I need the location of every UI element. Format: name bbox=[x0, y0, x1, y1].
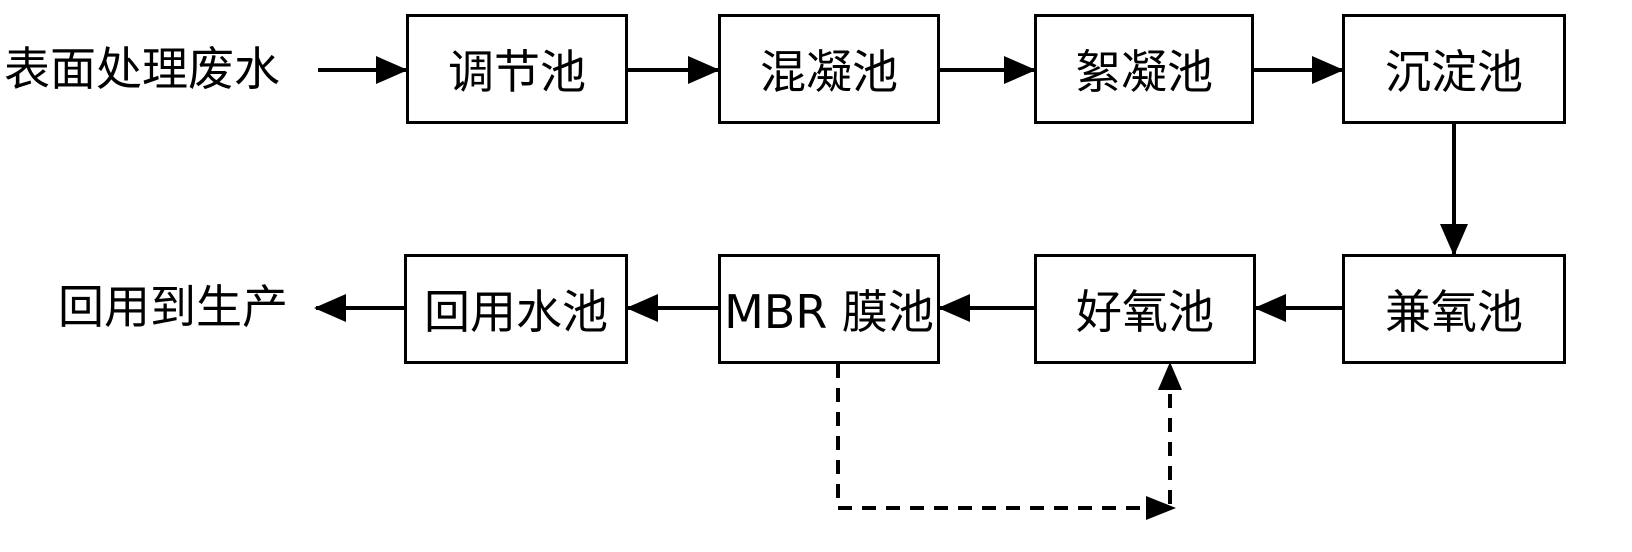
sedimentation-tank-box: 沉淀池 bbox=[1342, 14, 1566, 124]
flocculation-tank-label: 絮凝池 bbox=[1075, 45, 1213, 99]
regulating-tank-label: 调节池 bbox=[448, 45, 586, 99]
aerobic-tank-box: 好氧池 bbox=[1034, 254, 1256, 364]
regulating-tank-box: 调节池 bbox=[406, 14, 628, 124]
aerobic-tank-label: 好氧池 bbox=[1076, 285, 1214, 339]
anoxic-tank-box: 兼氧池 bbox=[1342, 254, 1566, 364]
reuse-water-tank-box: 回用水池 bbox=[404, 254, 628, 364]
mbr-tank-label: MBR 膜池 bbox=[724, 285, 934, 339]
dashed-return-line bbox=[836, 364, 1172, 510]
input-label: 表面处理废水 bbox=[4, 42, 280, 96]
coagulation-tank-label: 混凝池 bbox=[760, 45, 898, 99]
sedimentation-tank-label: 沉淀池 bbox=[1385, 45, 1523, 99]
mbr-tank-box: MBR 膜池 bbox=[718, 254, 940, 364]
anoxic-tank-label: 兼氧池 bbox=[1385, 285, 1523, 339]
output-label: 回用到生产 bbox=[58, 280, 288, 334]
flocculation-tank-box: 絮凝池 bbox=[1034, 14, 1254, 124]
reuse-water-tank-label: 回用水池 bbox=[424, 285, 608, 339]
dashed-return-arrowhead-bottom bbox=[1146, 496, 1176, 520]
dashed-return-arrowhead-top bbox=[1158, 362, 1182, 390]
coagulation-tank-box: 混凝池 bbox=[718, 14, 940, 124]
